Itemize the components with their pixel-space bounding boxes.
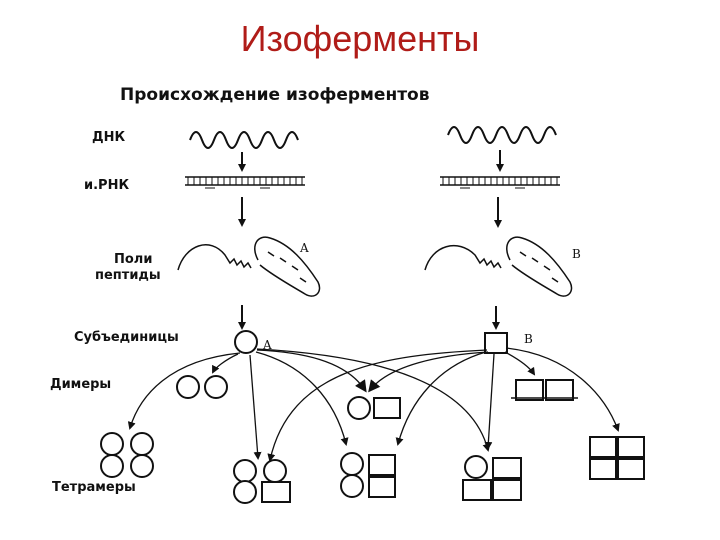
arrow-a-to-dimer-aa bbox=[212, 353, 239, 374]
polypeptides-label-line1: Поли bbox=[114, 252, 153, 267]
arrow-b-to-tetramer-a2b2 bbox=[395, 351, 487, 446]
polypeptide-b bbox=[424, 236, 573, 297]
dimer-aa bbox=[176, 375, 228, 399]
arrow-a-to-tetramer-a4 bbox=[127, 352, 241, 430]
dimer-ab bbox=[347, 396, 401, 420]
tetramer-a2b2 bbox=[340, 452, 396, 498]
polypeptide-a bbox=[177, 236, 321, 297]
mrna-strand-b bbox=[440, 176, 560, 189]
tetramer-a3b bbox=[233, 459, 291, 504]
subunit-a-tag: A bbox=[262, 338, 272, 352]
subunit-b-tag: B bbox=[524, 332, 533, 346]
dna-wave-a bbox=[189, 131, 299, 149]
slide-title: Изоферменты bbox=[240, 18, 480, 59]
arrow-b-to-tetramer-b4 bbox=[505, 347, 620, 432]
arrow-a-to-tetramer-ab3 bbox=[256, 348, 491, 452]
arrow-a-to-tetramer-a3b bbox=[249, 354, 262, 460]
mrna-label: и.РНК bbox=[84, 178, 130, 193]
dna-wave-b bbox=[447, 126, 557, 144]
arrow-a-to-tetramer-a2b2 bbox=[255, 351, 349, 446]
polypeptide-b-tag: B bbox=[572, 247, 581, 261]
arrow-b-to-tetramer-ab3 bbox=[484, 353, 495, 450]
subunit-a-circle bbox=[234, 330, 258, 354]
arrow-a-to-dimer-ab bbox=[256, 349, 367, 393]
tetramer-b4 bbox=[589, 436, 645, 480]
tetramer-ab3 bbox=[462, 455, 522, 501]
arrow-b-to-dimer-bb bbox=[504, 351, 536, 376]
dimer-bb bbox=[511, 379, 578, 401]
diagram-subtitle: Происхождение изоферментов bbox=[120, 85, 430, 105]
tetramer-a4 bbox=[100, 432, 154, 478]
arrow-b-to-dimer-ab bbox=[368, 351, 489, 393]
subunits-label: Субъединицы bbox=[74, 330, 179, 345]
dna-label: ДНК bbox=[92, 130, 126, 145]
mrna-strand-a bbox=[185, 176, 305, 189]
subunit-b-square bbox=[484, 332, 508, 354]
polypeptide-a-tag: A bbox=[299, 241, 309, 255]
polypeptides-label-line2: пептиды bbox=[95, 268, 161, 283]
arrow-b-to-tetramer-a3b bbox=[267, 349, 488, 462]
dimers-label: Димеры bbox=[50, 377, 112, 392]
tetramers-label: Тетрамеры bbox=[52, 480, 136, 495]
